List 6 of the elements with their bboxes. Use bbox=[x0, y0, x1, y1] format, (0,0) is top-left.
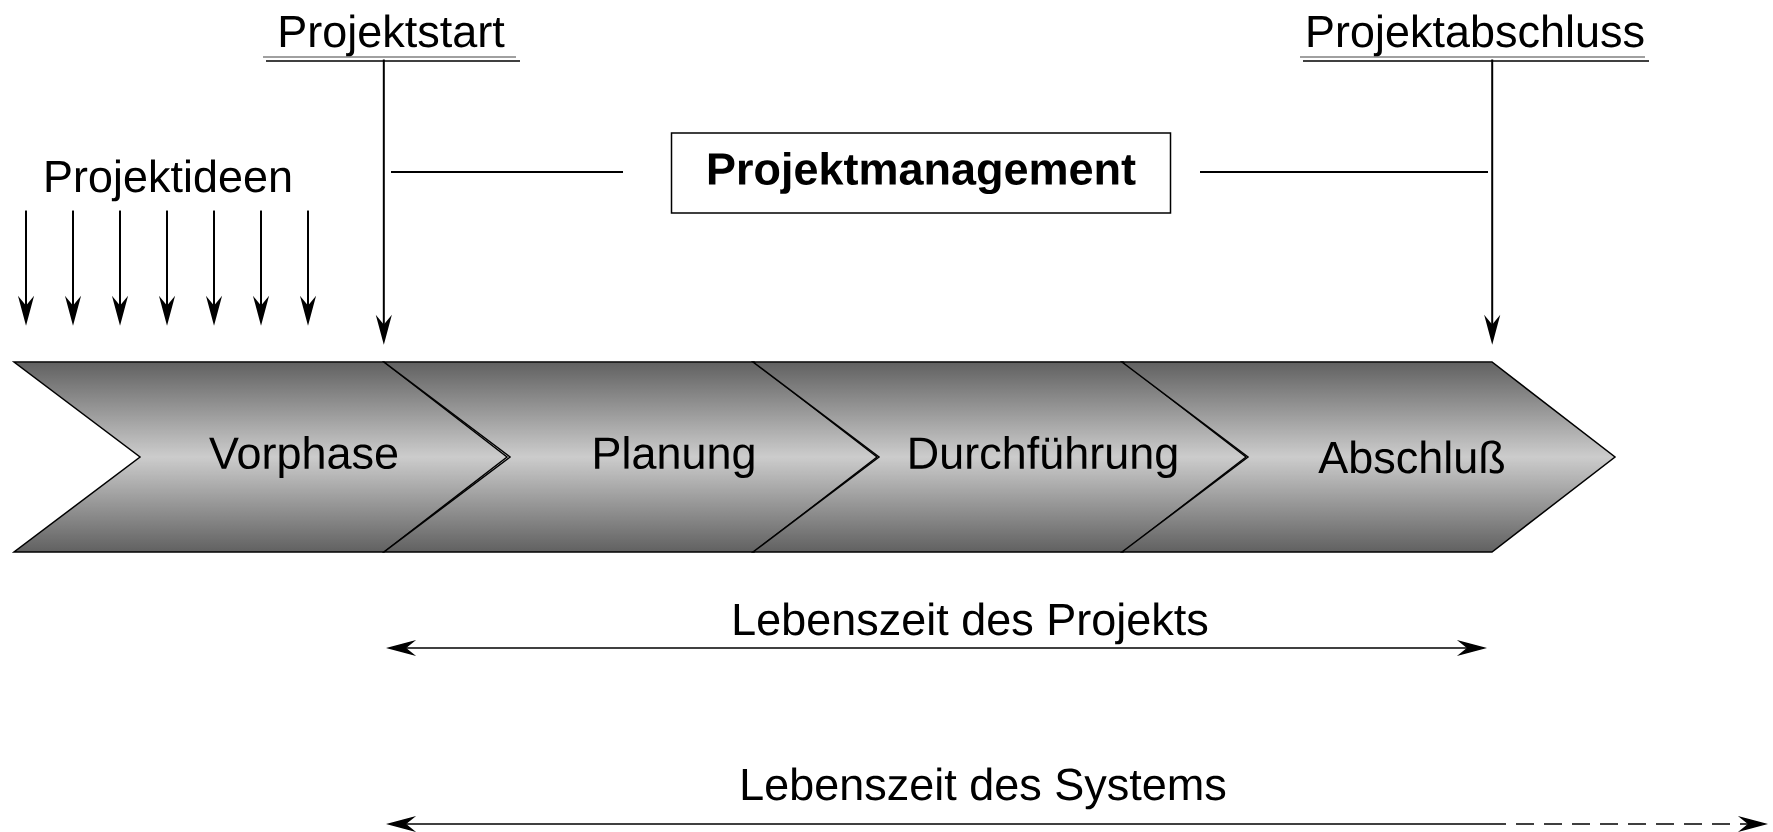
milestone-label: Projektstart bbox=[262, 14, 521, 62]
dimension-label: Lebenszeit des Projekts bbox=[734, 602, 1208, 645]
dimension-label: Lebenszeit des Systems bbox=[742, 767, 1226, 810]
process-box: Projektmanagement bbox=[670, 132, 1172, 214]
milestone-label: Projektabschluss bbox=[1299, 14, 1650, 62]
text-label: Projektideen bbox=[46, 159, 291, 202]
